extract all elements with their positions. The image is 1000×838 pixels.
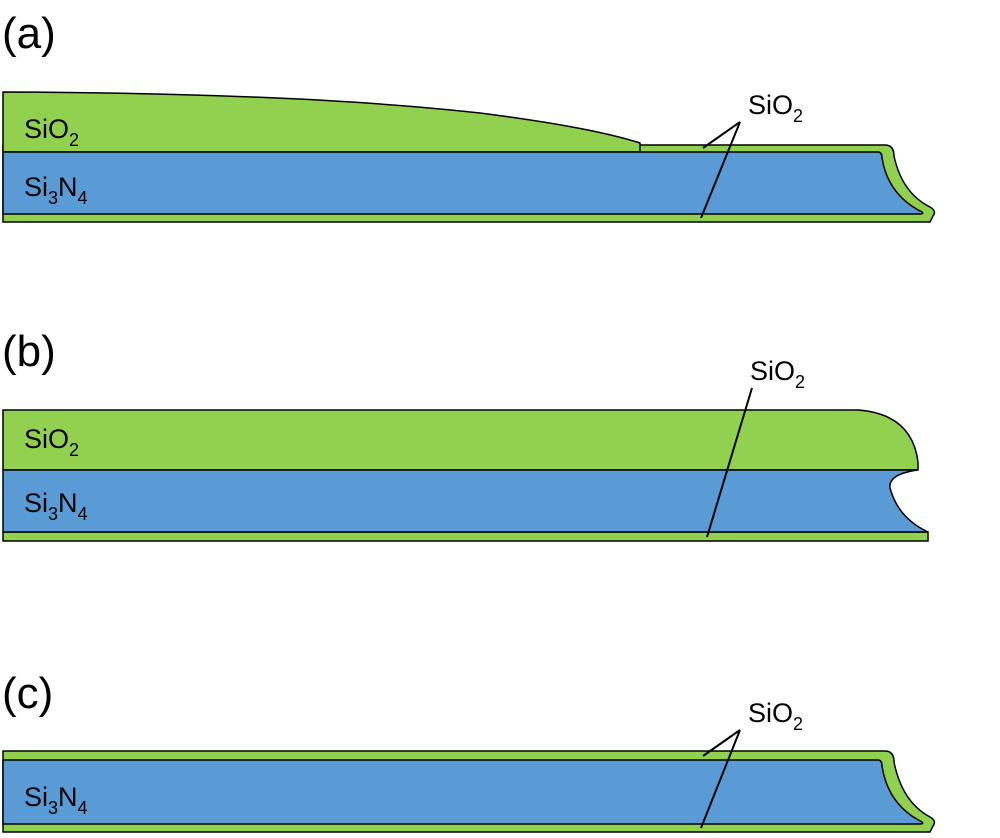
panel-c-callout-line-bottom — [700, 729, 741, 829]
panel-a-callout-label: SiO2 — [748, 90, 803, 126]
panel-a-si3n4-label: Si3N4 — [24, 172, 88, 208]
panel-b: (b) SiO2 Si3N4 SiO2 — [2, 327, 929, 542]
panel-a-si3n4-layer — [2, 151, 924, 215]
panel-a-label: (a) — [2, 9, 56, 58]
panel-b-sio2-label: SiO2 — [24, 424, 79, 460]
panel-c-si3n4-layer — [2, 759, 924, 825]
panel-a: (a) SiO2 Si3N4 SiO2 — [2, 9, 936, 223]
panel-b-label: (b) — [2, 327, 56, 376]
panel-a-sio2-label: SiO2 — [24, 114, 79, 150]
panel-c-callout-label: SiO2 — [748, 698, 803, 734]
panel-b-callout-label: SiO2 — [750, 356, 805, 392]
panel-a-callout-line-bottom — [700, 121, 741, 219]
panel-b-sio2-thick-layer — [2, 409, 919, 471]
panel-a-callout-line-top — [702, 121, 741, 149]
panel-a-sio2-thick-layer — [2, 91, 641, 153]
panel-b-si3n4-label: Si3N4 — [24, 488, 88, 524]
panel-c-callout-line-top — [702, 729, 741, 757]
panel-b-si3n4-layer — [2, 469, 929, 533]
panel-c-si3n4-label: Si3N4 — [24, 782, 88, 818]
panel-b-callout-line — [706, 387, 753, 538]
panel-c: (c) Si3N4 SiO2 — [2, 669, 936, 833]
panel-b-bottom-oxide — [2, 531, 929, 542]
panel-c-label: (c) — [2, 669, 53, 718]
